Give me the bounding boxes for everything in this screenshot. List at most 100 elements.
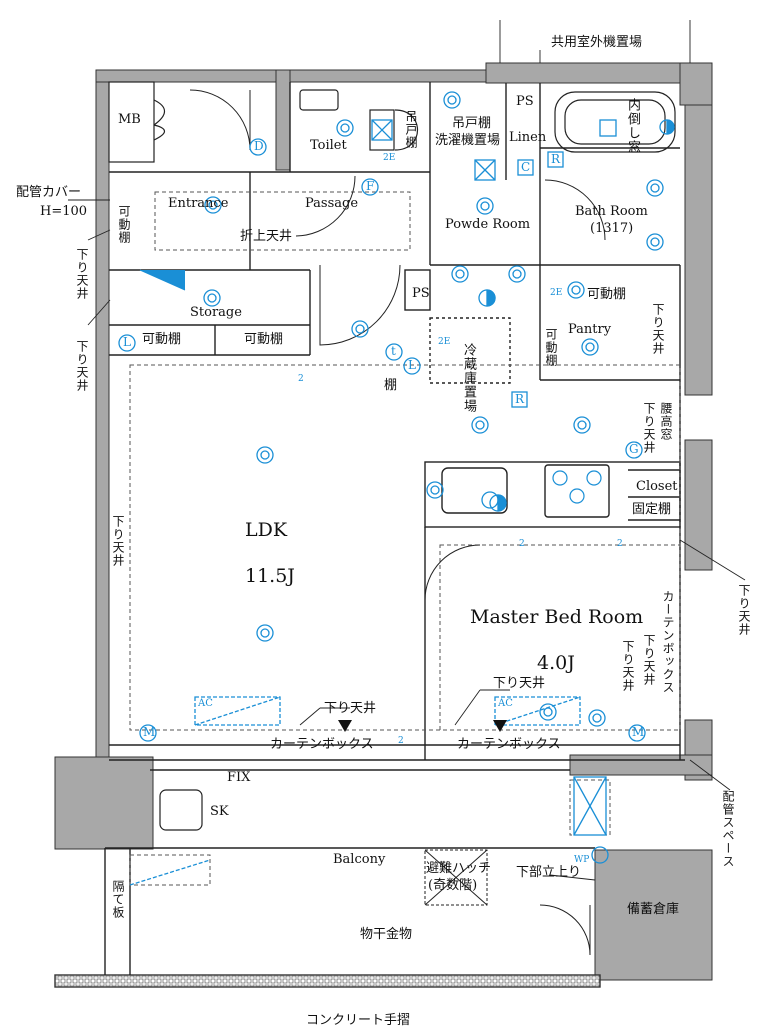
curtain-box-vertical: カーテンボックス bbox=[661, 590, 675, 694]
curtain-box-ldk: カーテンボックス bbox=[270, 737, 374, 752]
light-fixture bbox=[581, 338, 599, 356]
toilet-hanging-shelf: 吊戸棚 bbox=[404, 110, 418, 149]
light-fixture bbox=[591, 846, 609, 864]
wall-top-left bbox=[95, 69, 277, 83]
powder-room-label: Powde Room bbox=[445, 217, 531, 232]
movable-shelf-pantry-top: 可動棚 bbox=[587, 287, 627, 302]
symbol-2-ldk: 2 bbox=[398, 736, 404, 746]
light-fixture bbox=[567, 281, 585, 299]
column-storage-shed bbox=[594, 849, 713, 981]
wall-right-upper bbox=[679, 62, 713, 106]
switch-boxes bbox=[371, 119, 617, 836]
movable-shelf-entrance: 可動棚 bbox=[117, 205, 131, 244]
walls bbox=[54, 62, 713, 981]
fixtures bbox=[159, 89, 676, 831]
pantry-label: Pantry bbox=[568, 322, 612, 337]
symbol-g: G bbox=[629, 442, 639, 456]
drying-hardware-label: 物干金物 bbox=[360, 927, 413, 942]
storage-shed-label: 備蓄倉庫 bbox=[627, 902, 680, 917]
lowered-ceiling-right: 下り天井 bbox=[737, 584, 751, 636]
symbol-f: F bbox=[366, 179, 375, 193]
light-fixture bbox=[508, 265, 526, 283]
entrance-label: Entrance bbox=[168, 196, 229, 211]
storage-label: Storage bbox=[190, 305, 242, 320]
wall-top-mid bbox=[275, 69, 487, 83]
lowered-ceiling-left2: 下り天井 bbox=[75, 340, 89, 392]
ps-top-label: PS bbox=[516, 94, 534, 109]
symbol-circles bbox=[118, 138, 646, 742]
laundry-place-label: 洗濯機置場 bbox=[435, 133, 501, 148]
master-size-label: 4.0J bbox=[537, 652, 575, 674]
light-fixture bbox=[203, 289, 221, 307]
lowered-ceiling-left: 下り天井 bbox=[75, 248, 89, 300]
movable-shelf-pantry: 可動棚 bbox=[544, 328, 558, 367]
lowered-ceiling-mb1: 下り天井 bbox=[621, 640, 635, 692]
sensor-symbols bbox=[478, 119, 675, 512]
symbol-2e-toilet: 2E bbox=[383, 153, 396, 163]
master-bed-label: Master Bed Room bbox=[470, 606, 644, 628]
lowered-ceiling-kitchen: 下り天井 bbox=[642, 402, 656, 454]
symbol-r-bath: R bbox=[551, 152, 561, 166]
symbol-m-bed: M bbox=[632, 725, 645, 739]
light-fixture bbox=[256, 446, 274, 464]
column-bottom-right bbox=[569, 754, 713, 776]
symbol-l-kitchen: L bbox=[408, 358, 416, 372]
ac-unit-bedroom bbox=[494, 696, 581, 726]
bath-room-label: Bath Room bbox=[575, 204, 648, 219]
movable-shelf-1: 可動棚 bbox=[142, 332, 182, 347]
ac-label-ldk: AC bbox=[198, 698, 213, 709]
symbol-2-bed2: 2 bbox=[617, 539, 623, 549]
wall-right-low bbox=[684, 439, 713, 571]
pipe-cover-height: H=100 bbox=[40, 204, 88, 219]
inward-window-label: 内倒し窓 bbox=[625, 98, 640, 154]
symbol-r-kitchen: R bbox=[515, 392, 525, 406]
lowered-ceiling-bottom2: 下り天井 bbox=[493, 676, 546, 691]
toilet-label: Toilet bbox=[310, 138, 347, 153]
lowered-ceiling-ldk: 下り天井 bbox=[111, 515, 125, 567]
symbol-2e-pantry: 2E bbox=[550, 288, 563, 298]
evac-hatch-label: 避難ハッチ bbox=[426, 861, 492, 876]
fixed-shelf-label: 固定棚 bbox=[632, 502, 672, 517]
light-fixture bbox=[426, 481, 444, 499]
symbol-l-storage: L bbox=[123, 335, 131, 349]
ac-units bbox=[129, 696, 581, 886]
light-fixture bbox=[588, 709, 606, 727]
light-fixture bbox=[646, 179, 664, 197]
evac-hatch-box bbox=[424, 849, 488, 906]
symbol-m-ldk: M bbox=[143, 725, 156, 739]
light-fixture bbox=[451, 265, 469, 283]
symbol-t: t bbox=[391, 344, 396, 358]
linen-label: Linen bbox=[509, 130, 547, 145]
light-fixture bbox=[476, 197, 494, 215]
bath-size-label: (1317) bbox=[590, 221, 634, 236]
symbol-2e-fridge: 2E bbox=[438, 337, 451, 347]
interior-lines bbox=[54, 82, 685, 988]
ps-mid-label: PS bbox=[412, 286, 430, 301]
evac-hatch-sub: (奇数階) bbox=[428, 878, 478, 893]
concrete-rail-label: コンクリート手摺 bbox=[306, 1013, 411, 1028]
leader-lines bbox=[68, 20, 746, 881]
mb-box bbox=[108, 81, 166, 163]
fridge-label: 冷蔵庫置場 bbox=[461, 343, 476, 413]
movable-shelf-2: 可動棚 bbox=[244, 332, 284, 347]
passage-label: Passage bbox=[305, 196, 359, 211]
light-fixture bbox=[443, 91, 461, 109]
light-fixture bbox=[646, 233, 664, 251]
fix-label: FIX bbox=[227, 770, 251, 785]
wall-left bbox=[95, 69, 110, 761]
stove bbox=[552, 470, 602, 504]
door-swings bbox=[189, 89, 606, 956]
ac-unit-ldk bbox=[194, 696, 281, 726]
folding-ceiling-label: 折上天井 bbox=[240, 229, 293, 244]
light-fixture bbox=[573, 416, 591, 434]
lowered-ceiling-pantry: 下り天井 bbox=[651, 303, 665, 355]
curtain-box-bedroom: カーテンボックス bbox=[457, 737, 561, 752]
wall-right-mid bbox=[684, 104, 713, 396]
shelf-label: 棚 bbox=[384, 378, 398, 393]
sk-label: SK bbox=[210, 804, 229, 819]
lights bbox=[203, 91, 664, 864]
pipe-space-label: 配管スペース bbox=[721, 790, 735, 868]
wall-top-right bbox=[485, 62, 713, 84]
balcony-label: Balcony bbox=[333, 852, 386, 867]
